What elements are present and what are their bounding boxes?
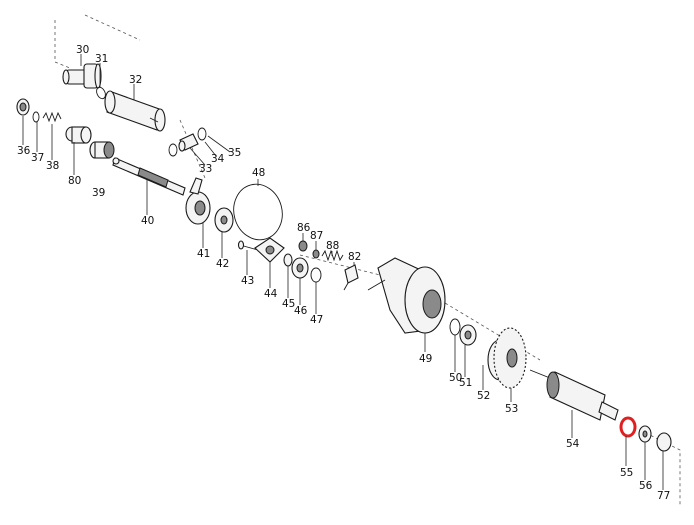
label-51: 51: [459, 377, 472, 389]
label-45: 45: [282, 298, 295, 310]
part-41[interactable]: [185, 177, 211, 225]
label-35: 35: [228, 147, 241, 159]
label-30: 30: [76, 44, 89, 56]
label-41: 41: [197, 248, 210, 260]
part-number-labels: 30 31 32 33 34 35 36 37 38 80 39 40 41 4…: [17, 44, 670, 502]
label-46: 46: [294, 305, 308, 317]
part-82[interactable]: [343, 264, 359, 291]
part-32[interactable]: [104, 90, 166, 132]
part-51[interactable]: [459, 324, 477, 346]
label-40: 40: [141, 215, 154, 227]
label-39: 39: [92, 187, 105, 199]
part-36[interactable]: [16, 98, 30, 116]
part-46[interactable]: [291, 257, 309, 279]
assembly-axis-lines: [54, 14, 681, 505]
label-33: 33: [199, 163, 212, 175]
label-77: 77: [657, 490, 670, 502]
label-43: 43: [241, 275, 254, 287]
part-88[interactable]: [321, 249, 344, 262]
label-52: 52: [477, 390, 490, 402]
label-56: 56: [639, 480, 653, 492]
label-44: 44: [264, 288, 278, 300]
label-55: 55: [620, 467, 633, 479]
label-31: 31: [95, 53, 108, 65]
part-44[interactable]: [254, 237, 285, 263]
label-34: 34: [211, 153, 225, 165]
label-87: 87: [310, 230, 323, 242]
label-54: 54: [566, 438, 580, 450]
part-86[interactable]: [298, 240, 308, 252]
label-38: 38: [46, 160, 59, 172]
part-54[interactable]: [529, 369, 619, 421]
label-80: 80: [68, 175, 81, 187]
part-40[interactable]: [112, 157, 186, 196]
part-31[interactable]: [95, 86, 107, 100]
part-37[interactable]: [32, 111, 40, 123]
leader-lines: [22, 54, 664, 490]
label-88: 88: [326, 240, 339, 252]
part-47[interactable]: [310, 267, 322, 283]
part-34[interactable]: [168, 143, 178, 157]
part-87[interactable]: [312, 249, 320, 259]
part-49[interactable]: [367, 257, 446, 334]
part-50[interactable]: [449, 318, 461, 336]
part-77[interactable]: [656, 432, 672, 452]
part-33[interactable]: [178, 133, 199, 152]
part-30[interactable]: [62, 63, 102, 89]
label-32: 32: [129, 74, 142, 86]
label-53: 53: [505, 403, 518, 415]
label-82: 82: [348, 251, 361, 263]
label-42: 42: [216, 258, 229, 270]
label-37: 37: [31, 152, 44, 164]
label-86: 86: [297, 222, 311, 234]
label-49: 49: [419, 353, 432, 365]
part-42[interactable]: [214, 207, 234, 233]
label-50: 50: [449, 372, 462, 384]
label-48: 48: [252, 167, 265, 179]
part-48[interactable]: [228, 179, 289, 246]
part-38[interactable]: [42, 111, 62, 123]
label-36: 36: [17, 145, 31, 157]
label-47: 47: [310, 314, 323, 326]
part-35[interactable]: [197, 127, 207, 141]
part-55[interactable]: [619, 416, 637, 438]
part-43[interactable]: [237, 240, 259, 251]
part-53[interactable]: [493, 327, 527, 389]
part-80[interactable]: [65, 126, 92, 144]
part-45[interactable]: [283, 253, 293, 267]
part-56[interactable]: [638, 425, 652, 443]
part-39[interactable]: [89, 141, 115, 159]
